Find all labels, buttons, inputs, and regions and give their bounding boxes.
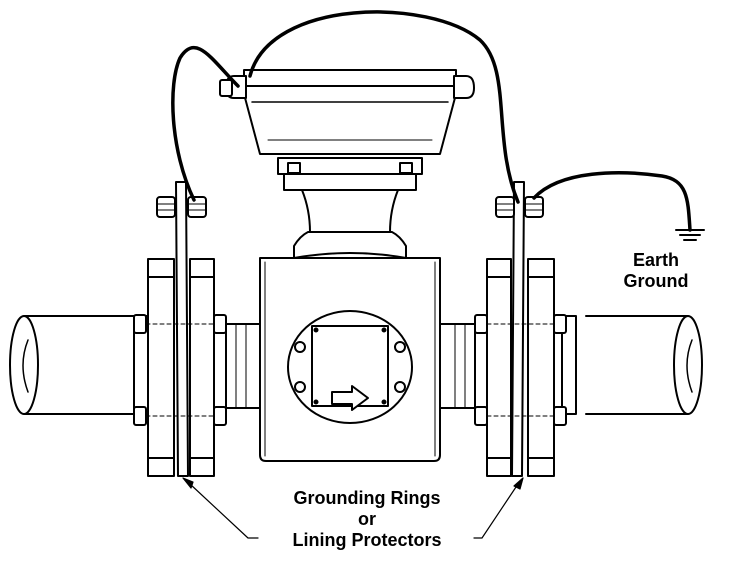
- right-grounding-ring: [512, 182, 524, 476]
- earth-ground-label-line1: Earth: [616, 250, 696, 271]
- converter-mount-flange: [278, 158, 422, 190]
- right-pipe: [562, 316, 702, 414]
- converter-housing: [220, 70, 474, 154]
- right-meter-flange: [487, 259, 511, 476]
- earth-ground-label-line2: Ground: [616, 271, 696, 292]
- left-pipe: [10, 316, 150, 414]
- grounding-rings-label-line1: Grounding Rings: [247, 488, 487, 509]
- earth-ground-label: Earth Ground: [616, 250, 696, 292]
- right-spool: [437, 324, 475, 408]
- grounding-rings-label-line3: Lining Protectors: [247, 530, 487, 551]
- grounding-rings-label-line2: or: [247, 509, 487, 530]
- left-grounding-ring: [176, 182, 188, 476]
- meter-neck: [294, 190, 406, 258]
- right-pipe-flange: [528, 259, 554, 476]
- left-pipe-flange: [148, 259, 174, 476]
- left-meter-flange: [190, 259, 214, 476]
- meter-inspection-window: [288, 311, 412, 423]
- left-spool: [226, 324, 264, 408]
- grounding-rings-label: Grounding Rings or Lining Protectors: [247, 488, 487, 551]
